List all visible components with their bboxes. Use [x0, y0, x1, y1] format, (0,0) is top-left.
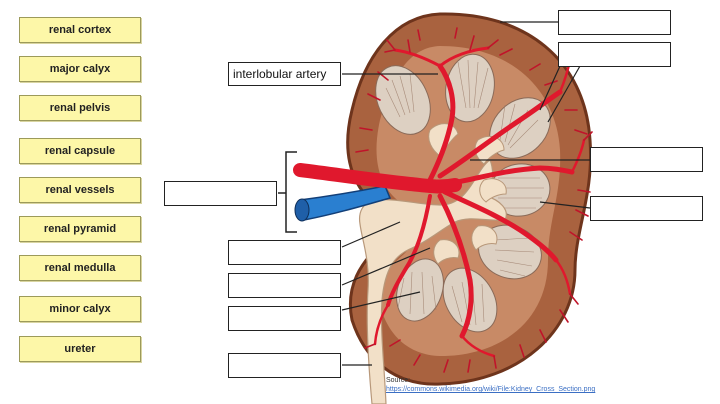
- renal-artery-tree: [293, 46, 586, 358]
- pyramid-striations: [385, 59, 544, 326]
- drop-box-medulla[interactable]: [228, 306, 341, 331]
- vein-opening: [294, 198, 310, 222]
- chip-renal-vessels[interactable]: renal vessels: [19, 177, 141, 203]
- drop-box-major-calyx[interactable]: [228, 273, 341, 298]
- chip-ureter[interactable]: ureter: [19, 336, 141, 362]
- label-interlobular-artery: interlobular artery: [228, 62, 341, 86]
- renal-pyramids: [375, 53, 551, 333]
- chip-minor-calyx[interactable]: minor calyx: [19, 296, 141, 322]
- chip-renal-capsule[interactable]: renal capsule: [19, 138, 141, 164]
- drop-box-minor-calyx[interactable]: [590, 147, 703, 172]
- drop-box-ureter[interactable]: [228, 353, 341, 378]
- drop-box-vessels[interactable]: [164, 181, 277, 206]
- chip-renal-cortex[interactable]: renal cortex: [19, 17, 141, 43]
- interlobular-twigs: [355, 27, 593, 373]
- chip-renal-pyramid[interactable]: renal pyramid: [19, 216, 141, 242]
- drop-box-cortex[interactable]: [558, 42, 671, 67]
- drop-box-pyramid[interactable]: [590, 196, 703, 221]
- chip-renal-medulla[interactable]: renal medulla: [19, 255, 141, 281]
- source-credit: Source: https://commons.wikimedia.org/wi…: [386, 376, 595, 394]
- chip-major-calyx[interactable]: major calyx: [19, 56, 141, 82]
- drop-box-capsule[interactable]: [558, 10, 671, 35]
- source-label: Source:: [386, 377, 411, 384]
- drop-box-pelvis[interactable]: [228, 240, 341, 265]
- renal-vein: [299, 185, 392, 221]
- vessels-bracket: [285, 151, 297, 233]
- chip-renal-pelvis[interactable]: renal pelvis: [19, 95, 141, 121]
- source-link[interactable]: https://commons.wikimedia.org/wiki/File:…: [386, 386, 596, 393]
- leader-lines: [341, 21, 591, 366]
